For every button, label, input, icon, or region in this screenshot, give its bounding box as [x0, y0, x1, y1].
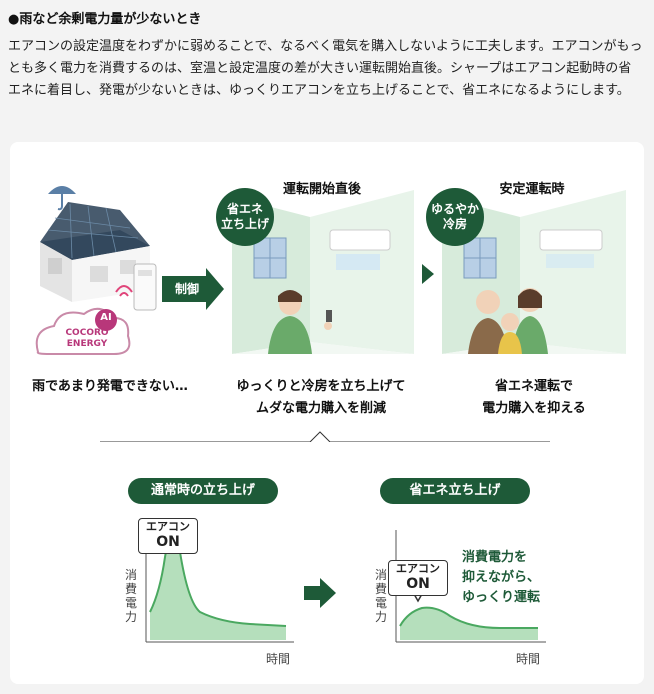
eco-note-line2: 抑えながら、 [462, 570, 541, 585]
eco-note-line1: 消費電力を [462, 550, 528, 565]
gentle-cooling-badge: ゆるやか 冷房 [426, 188, 484, 246]
eco-xlabel: 時間 [516, 652, 541, 666]
scene-start-caption-line1: ゆっくりと冷房を立ち上げて [236, 379, 406, 394]
eco-callout-line2: ON [406, 576, 430, 592]
control-arrow-label: 制御 [174, 282, 199, 296]
diagram-panel: COCORO ENERGY AI 制御 運転開始直後 安定運転時 省エネ 立ち上… [10, 142, 644, 684]
normal-startup-pill: 通常時の立ち上げ [128, 478, 278, 504]
eco-curve-fill [400, 607, 538, 640]
divider-line [100, 431, 550, 442]
normal-aircon-on-callout: エアコン ON [138, 518, 198, 554]
eco-note: 消費電力を 抑えながら、 ゆっくり運転 [462, 548, 562, 608]
cloud-text-line2: ENERGY [66, 339, 108, 349]
house-caption: 雨であまり発電できない… [32, 379, 188, 394]
section-paragraph: エアコンの設定温度をわずかに弱めることで、なるべく電気を購入しないように工夫しま… [8, 39, 643, 98]
normal-curve-fill [150, 535, 286, 640]
normal-xlabel: 時間 [266, 652, 291, 666]
scene-stable-title: 安定運転時 [499, 182, 565, 197]
scene-stable-caption-line1: 省エネ運転で [494, 379, 573, 394]
illustration-layer [35, 186, 626, 442]
scene-start-caption: ゆっくりと冷房を立ち上げて ムダな電力購入を削減 [216, 376, 426, 420]
battery-unit-icon [115, 263, 157, 311]
eco-callout-line1: エアコン [396, 562, 440, 575]
gentle-cooling-badge-line2: 冷房 [442, 217, 467, 231]
room-start-illustration [232, 190, 414, 354]
eco-startup-badge-line2: 立ち上げ [220, 217, 269, 231]
room-stable-illustration [442, 190, 626, 354]
normal-callout-line1: エアコン [146, 520, 190, 533]
scene-stable-caption: 省エネ運転で 電力購入を抑える [434, 376, 634, 420]
scene-start-caption-line2: ムダな電力購入を削減 [255, 401, 386, 416]
eco-curve-line [399, 606, 538, 629]
eco-startup-badge-line1: 省エネ [226, 202, 263, 216]
scene-stable-caption-line2: 電力購入を抑える [482, 401, 586, 416]
normal-callout-line2: ON [156, 534, 180, 550]
gentle-cooling-badge-line1: ゆるやか [430, 202, 479, 216]
section-heading: ●雨など余剰電力量が少ないとき [8, 12, 202, 27]
eco-startup-badge: 省エネ 立ち上げ [216, 188, 274, 246]
scene-start-title: 運転開始直後 [282, 182, 361, 197]
umbrella-icon [48, 186, 76, 211]
ai-badge-circle [95, 309, 117, 331]
ai-badge: AI [100, 312, 112, 323]
house-icon [40, 202, 150, 302]
cocoro-energy-logo: COCORO ENERGY [40, 328, 134, 350]
cloud-text-line1: COCORO [65, 328, 109, 338]
control-arrow [162, 268, 224, 310]
graph-arrow-icon [304, 578, 336, 608]
eco-note-line3: ゆっくり運転 [462, 590, 541, 605]
eco-startup-pill: 省エネ立ち上げ [380, 478, 530, 504]
eco-aircon-on-callout: エアコン ON [388, 560, 448, 596]
scene-arrow-icon [422, 264, 434, 284]
eco-ylabel: 消費電力 [374, 568, 387, 624]
normal-ylabel: 消費電力 [124, 568, 137, 624]
